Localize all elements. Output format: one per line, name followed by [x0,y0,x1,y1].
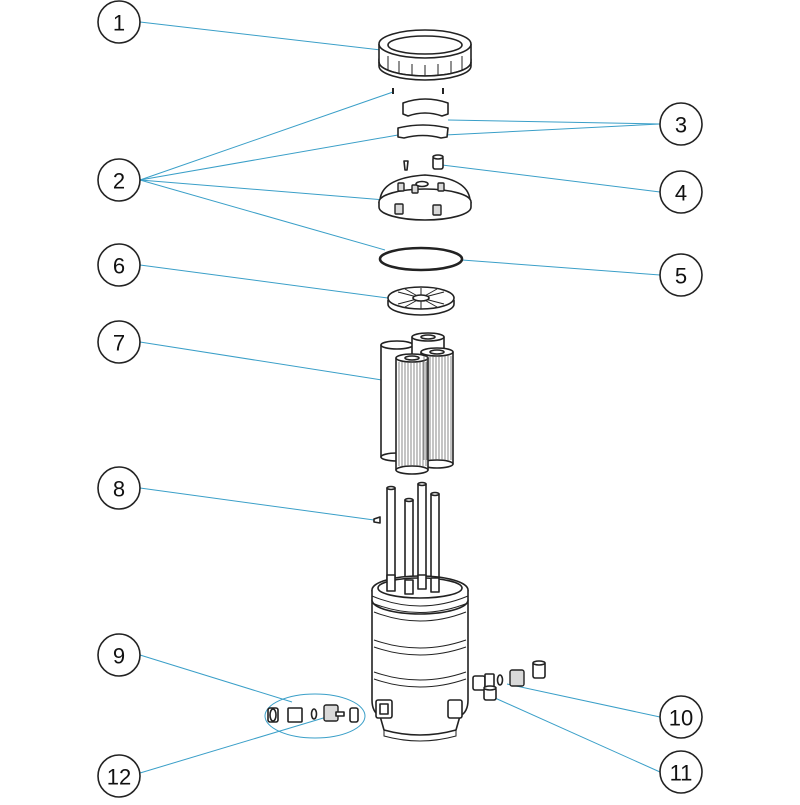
callout-12: 12 [97,754,141,798]
callout-1: 1 [97,0,141,44]
vent-plug-part [403,154,444,171]
leader-3b [444,123,661,136]
callout-2: 2 [97,158,141,202]
callout-9: 9 [97,633,141,677]
leader-2a [139,91,394,181]
clamp-halves-part [397,98,449,139]
o-ring-part [378,246,464,272]
standpipes-part [373,481,440,593]
callout-7: 7 [97,320,141,364]
callout-4-label: 4 [675,181,687,206]
filter-cartridges-part [380,332,454,475]
drain-plug-part [335,711,345,717]
callout-11-label: 11 [670,761,693,786]
callout-9-label: 9 [113,644,125,669]
callout-1-label: 1 [113,11,125,36]
callout-5: 5 [659,253,703,297]
filter-lid-part [378,174,472,221]
manifold-part [387,286,455,316]
locking-ring-part [378,29,472,81]
callout-4: 4 [659,170,703,214]
leader-7 [139,341,383,381]
callout-6: 6 [97,243,141,287]
leader-2d [139,179,386,251]
leader-5 [461,259,661,276]
callout-3: 3 [659,102,703,146]
leader-8 [139,487,375,521]
callout-6-label: 6 [113,254,125,279]
leader-lines [139,21,661,774]
callout-8: 8 [97,466,141,510]
callout-10-label: 10 [669,706,693,731]
callout-7-label: 7 [113,331,125,356]
left-union-fittings-part [264,693,366,739]
leader-3a [447,119,661,125]
leader-12 [139,712,341,774]
right-union-fittings-part [472,660,546,693]
callout-11: 11 [659,750,703,794]
leader-9 [139,654,293,703]
leader-10 [506,683,661,718]
callout-10: 10 [659,695,703,739]
leader-4 [441,164,661,193]
union-plug-part [483,685,497,701]
filter-tank-part [371,574,469,742]
leader-1 [139,21,399,53]
callout-3-label: 3 [675,113,687,138]
callout-12-label: 12 [107,765,131,790]
callout-labels: 1 2 3 4 5 6 7 8 [97,0,703,798]
leader-6 [139,264,389,299]
pressure-pins-part [392,88,444,94]
callout-2-label: 2 [113,169,125,194]
leader-11 [494,697,661,773]
callout-8-label: 8 [113,477,125,502]
leader-2c [139,179,386,201]
callout-5-label: 5 [675,264,687,289]
leader-2b [139,134,399,181]
